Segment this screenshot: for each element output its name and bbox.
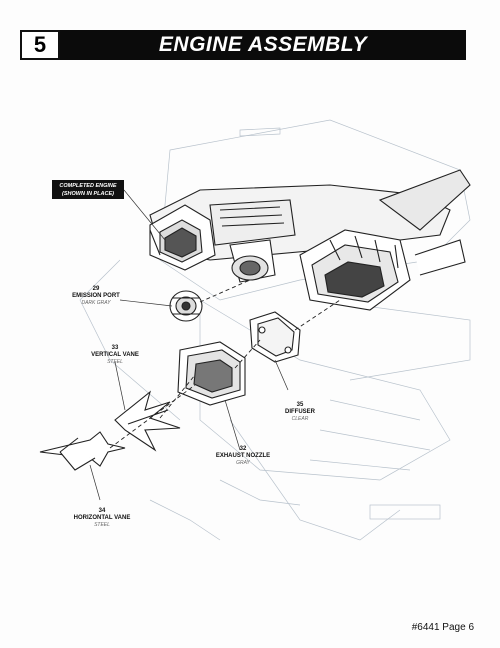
- engine-assembly-drawing: [39, 119, 471, 541]
- horizontal-vane-part: [39, 431, 126, 471]
- part-callout-emission-port: 29 EMISSION PORT DARK GRAY: [68, 286, 124, 306]
- exhaust-nozzle-part: [177, 341, 246, 406]
- part-number: 34: [98, 508, 106, 514]
- completed-engine-line1: COMPLETED ENGINE: [59, 183, 117, 189]
- part-color: STEEL: [107, 359, 123, 365]
- vertical-vane-part: [114, 390, 181, 452]
- part-color: GRAY: [236, 460, 250, 466]
- part-name: EMISSION PORT: [72, 293, 120, 299]
- part-number: 29: [92, 286, 100, 292]
- step-title: ENGINE ASSEMBLY: [60, 30, 466, 60]
- completed-engine-label: COMPLETED ENGINE (SHOWN IN PLACE): [52, 180, 124, 199]
- ghost-hull-background: [79, 119, 471, 541]
- page-footer: #6441 Page 6: [411, 622, 474, 633]
- part-color: CLEAR: [291, 416, 309, 422]
- part-name: HORIZONTAL VANE: [73, 515, 131, 521]
- leader-lines: [89, 189, 289, 501]
- part-number: 32: [239, 446, 247, 452]
- part-callout-exhaust-nozzle: 32 EXHAUST NOZZLE GRAY: [212, 446, 274, 466]
- part-callout-horizontal-vane: 34 HORIZONTAL VANE STEEL: [70, 508, 134, 528]
- part-color: STEEL: [94, 522, 110, 528]
- emission-port-part: [169, 290, 203, 322]
- part-name: EXHAUST NOZZLE: [215, 453, 271, 459]
- part-callout-vertical-vane: 33 VERTICAL VANE STEEL: [85, 345, 145, 365]
- diffuser-part: [249, 311, 301, 363]
- part-color: DARK GRAY: [81, 300, 111, 306]
- step-header: 5 ENGINE ASSEMBLY: [20, 30, 466, 60]
- part-callout-diffuser: 35 DIFFUSER CLEAR: [275, 402, 325, 422]
- alignment-lines: [109, 279, 341, 449]
- completed-engine-line2: (SHOWN IN PLACE): [62, 191, 114, 197]
- part-number: 33: [111, 345, 119, 351]
- part-name: DIFFUSER: [285, 409, 315, 415]
- part-name: VERTICAL VANE: [91, 352, 139, 358]
- part-number: 35: [296, 402, 304, 408]
- step-number: 5: [20, 30, 60, 60]
- completed-engine-assembly: [149, 169, 471, 311]
